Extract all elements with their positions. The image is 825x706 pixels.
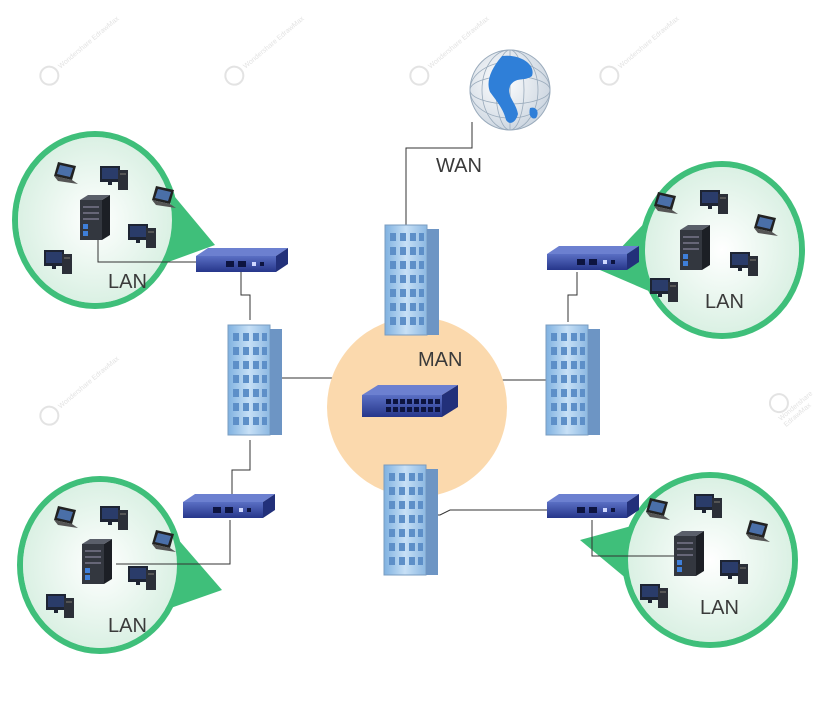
switch-icon-se (547, 494, 639, 518)
lan-label-ne: LAN (705, 291, 744, 313)
switch-icon-sw (183, 494, 275, 518)
core-switch-icon (362, 385, 458, 417)
lan-label-se: LAN (700, 597, 739, 619)
server-icon (680, 225, 710, 270)
building-icon (227, 324, 283, 436)
server-icon (82, 539, 112, 584)
switch-icon-nw (196, 248, 288, 272)
link-nw (240, 272, 251, 320)
lan-label-sw: LAN (108, 615, 147, 637)
globe-icon (469, 49, 551, 131)
lan-bubble-ne (600, 161, 805, 339)
link-se (420, 509, 560, 516)
man-label: MAN (418, 349, 462, 371)
wan-link (405, 122, 473, 240)
building-icon (384, 224, 440, 336)
lan-label-nw: LAN (108, 271, 147, 293)
server-icon (674, 531, 704, 576)
wan-label: WAN (436, 155, 482, 177)
link-sw (231, 440, 251, 500)
link-ne (567, 272, 578, 322)
switch-icon-ne (547, 246, 639, 270)
building-icon (383, 464, 439, 576)
building-icon (545, 324, 601, 436)
server-icon (80, 195, 110, 240)
